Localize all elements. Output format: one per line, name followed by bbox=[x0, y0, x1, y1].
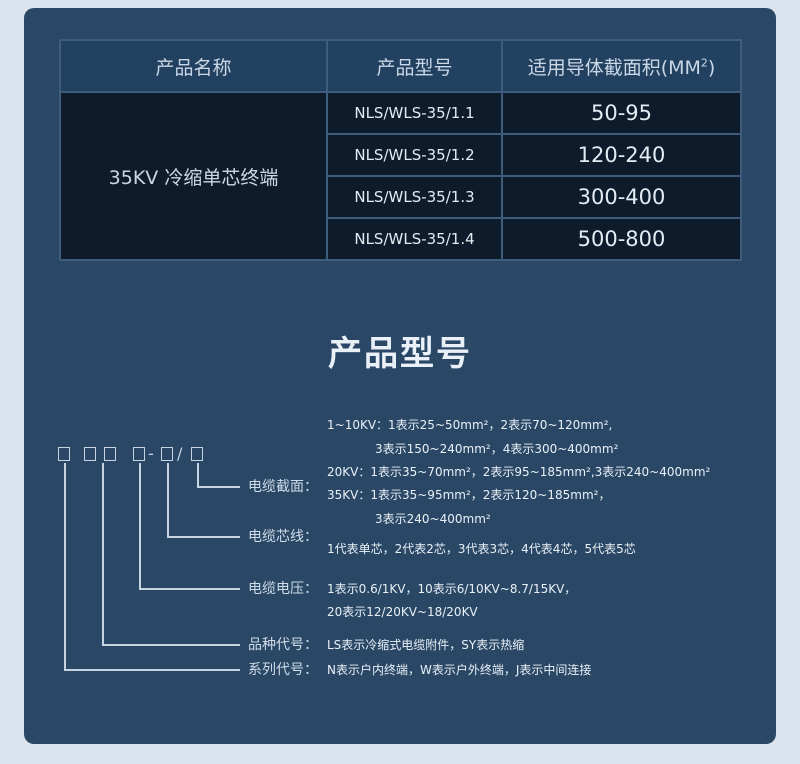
connector-line bbox=[64, 463, 66, 670]
model-cell: NLS/WLS-35/1.1 bbox=[326, 91, 503, 135]
label-variety: 品种代号： bbox=[248, 637, 318, 653]
area-cell: 120-240 bbox=[501, 133, 742, 177]
variety-code-box-1 bbox=[84, 447, 96, 461]
header-product-name: 产品名称 bbox=[59, 39, 328, 93]
header-cross-section: 适用导体截面积(MM2) bbox=[501, 39, 742, 93]
connector-line bbox=[197, 463, 199, 487]
product-name-cell: 35KV 冷缩单芯终端 bbox=[59, 91, 328, 261]
table-row: NLS/WLS-35/1.4 500-800 bbox=[60, 217, 742, 261]
connector-line bbox=[167, 536, 240, 538]
model-cell: NLS/WLS-35/1.4 bbox=[326, 217, 503, 261]
table-row: NLS/WLS-35/1.3 300-400 bbox=[60, 175, 742, 219]
area-cell: 500-800 bbox=[501, 217, 742, 261]
voltage-code-box bbox=[133, 447, 145, 461]
section-title: 产品型号 bbox=[328, 334, 472, 374]
model-cell: NLS/WLS-35/1.2 bbox=[326, 133, 503, 177]
label-series: 系列代号： bbox=[248, 662, 318, 678]
voltage-desc-line: 1表示0.6/1KV，10表示6/10KV~8.7/15KV， bbox=[327, 582, 577, 596]
connector-line bbox=[167, 463, 169, 537]
connector-line bbox=[139, 463, 141, 589]
cores-desc: 1代表单芯，2代表2芯，3代表3芯，4代表4芯，5代表5芯 bbox=[327, 542, 636, 556]
table-header-row: 产品名称 产品型号 适用导体截面积(MM2) bbox=[59, 39, 742, 93]
connector-line bbox=[197, 486, 240, 488]
hyphen-separator: - bbox=[148, 444, 154, 463]
table-row: 35KV 冷缩单芯终端 NLS/WLS-35/1.1 50-95 bbox=[59, 91, 742, 261]
variety-desc: LS表示冷缩式电缆附件，SY表示热缩 bbox=[327, 638, 525, 652]
series-code-box bbox=[58, 447, 70, 461]
cores-code-box bbox=[161, 447, 173, 461]
connector-line bbox=[139, 588, 240, 590]
header-superscript: 2 bbox=[700, 56, 708, 70]
cross-section-desc-line: 1~10KV：1表示25~50mm²，2表示70~120mm², bbox=[327, 418, 613, 432]
cross-section-desc-line: 3表示240~400mm² bbox=[375, 512, 491, 526]
connector-line bbox=[64, 669, 240, 671]
connector-line bbox=[102, 644, 240, 646]
table-row: NLS/WLS-35/1.2 120-240 bbox=[60, 133, 742, 177]
cross-section-desc-line: 3表示150~240mm²，4表示300~400mm² bbox=[375, 442, 619, 456]
header-product-model: 产品型号 bbox=[326, 39, 503, 93]
cross-section-code-box bbox=[191, 447, 203, 461]
header-cross-section-text: 适用导体截面积(MM bbox=[527, 56, 701, 79]
slash-separator: / bbox=[177, 444, 183, 463]
area-cell: 300-400 bbox=[501, 175, 742, 219]
variety-code-box-2 bbox=[104, 447, 116, 461]
label-cross-section: 电缆截面： bbox=[248, 479, 318, 495]
voltage-desc-line: 20表示12/20KV~18/20KV bbox=[327, 605, 478, 619]
cross-section-desc-line: 20KV：1表示35~70mm²，2表示95~185mm²,3表示240~400… bbox=[327, 465, 711, 479]
series-desc: N表示户内终端，W表示户外终端，J表示中间连接 bbox=[327, 663, 592, 677]
header-close-paren: ) bbox=[707, 56, 716, 79]
connector-line bbox=[102, 463, 104, 645]
label-voltage: 电缆电压： bbox=[248, 581, 318, 597]
area-cell: 50-95 bbox=[501, 91, 742, 135]
spec-table: 产品名称 产品型号 适用导体截面积(MM2) 35KV 冷缩单芯终端 NLS/W… bbox=[59, 39, 742, 261]
model-cell: NLS/WLS-35/1.3 bbox=[326, 175, 503, 219]
content-panel: 产品名称 产品型号 适用导体截面积(MM2) 35KV 冷缩单芯终端 NLS/W… bbox=[24, 8, 776, 744]
label-cores: 电缆芯线： bbox=[248, 529, 318, 545]
cross-section-desc-line: 35KV：1表示35~95mm²，2表示120~185mm²， bbox=[327, 488, 611, 502]
